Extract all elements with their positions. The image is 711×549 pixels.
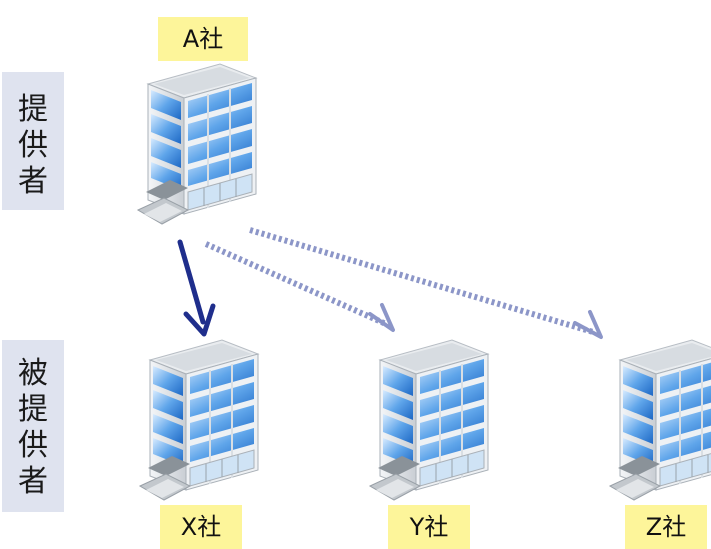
company-y-building-icon xyxy=(369,339,489,501)
recipient-role-box: 被 提 供 者 xyxy=(2,340,64,512)
dotted-arrow-a-to-z xyxy=(249,227,603,339)
recipient-role-char: 者 xyxy=(18,464,48,499)
company-x-building-icon xyxy=(139,339,259,501)
dotted-arrow-a-to-y xyxy=(204,241,395,332)
company-z-building-icon xyxy=(609,339,711,501)
company-a-building-icon xyxy=(137,63,257,225)
provider-role-box: 提 供 者 xyxy=(2,72,64,210)
recipient-role-char: 供 xyxy=(18,428,48,463)
provider-role-char: 者 xyxy=(18,164,48,199)
recipient-role-char: 提 xyxy=(18,392,48,427)
company-a-label: A社 xyxy=(158,17,248,61)
solid-arrow-a-to-x xyxy=(177,239,216,337)
provider-role-char: 提 xyxy=(18,92,48,127)
provider-role-char: 供 xyxy=(18,128,48,163)
recipient-role-char: 被 xyxy=(18,356,48,391)
